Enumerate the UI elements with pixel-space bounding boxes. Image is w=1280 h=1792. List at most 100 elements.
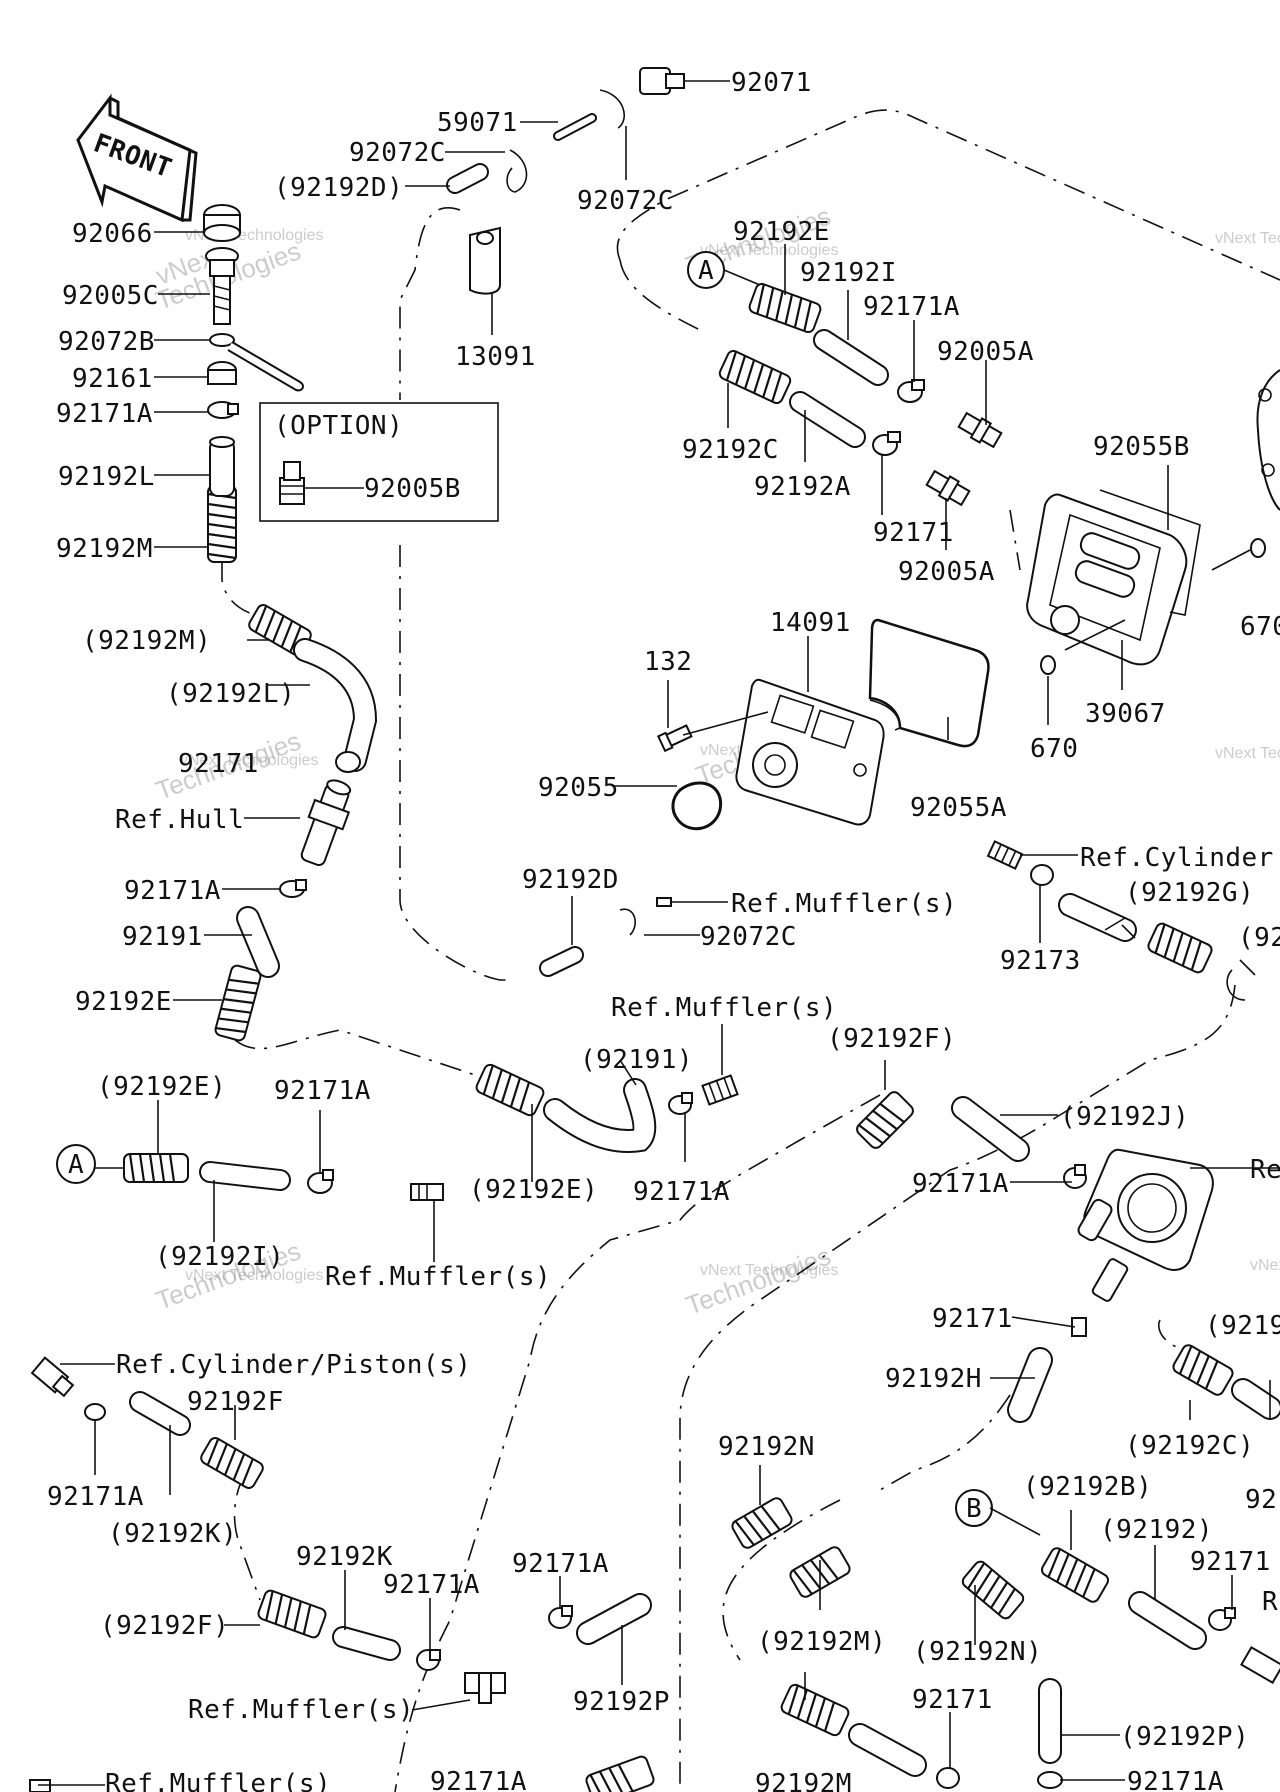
watermark-text: vNext Technologies: [700, 242, 838, 259]
label-92072C-a: 92072C: [349, 138, 446, 168]
spring-92192C-right: [1172, 1344, 1234, 1396]
label-92192N-a: 92192N: [718, 1432, 815, 1462]
option-title: (OPTION): [274, 411, 403, 441]
label-92171-e: 92171: [1190, 1547, 1271, 1577]
label-92171A-j: 92171A: [1127, 1767, 1224, 1792]
oring-92055: [671, 781, 723, 831]
label-92072C-c: 92072C: [700, 922, 797, 952]
spring-92192E-top: [748, 282, 822, 334]
label-92005B: 92005B: [364, 474, 461, 504]
callout-A-left: [56, 1144, 96, 1184]
clamp-92171-f: [936, 1767, 960, 1789]
fitting-right-ref: [1240, 1645, 1280, 1685]
label-92192B: (92192B): [1023, 1472, 1152, 1502]
fitting-92005A-a: [957, 411, 1003, 449]
label-92173: 92173: [1000, 946, 1081, 976]
clamp-92171-e: [1208, 1607, 1236, 1631]
plug-92005B: [279, 461, 305, 505]
clamp-92171A-c: [279, 879, 307, 898]
clamp-92171A-e: [307, 1169, 334, 1194]
spring-92192B: [1040, 1547, 1110, 1603]
spring-92192C-top: [718, 350, 792, 404]
label-92192M-d: 92192M: [755, 1769, 852, 1792]
clip-92072C-a: [599, 89, 626, 129]
label-ref-muffler-d: Ref.Muffler(s): [188, 1695, 414, 1725]
callout-A-left-letter: A: [68, 1150, 84, 1180]
label-92171A-k: 92171A: [430, 1767, 527, 1792]
label-92005C: 92005C: [62, 281, 159, 311]
spring-92192F-top: [856, 1091, 914, 1149]
clip-92072C-b: [506, 149, 528, 193]
label-92192C-b: (92192C): [1125, 1431, 1254, 1461]
clamp-92171A-b: [897, 379, 925, 403]
clamp-92171A-a: [207, 401, 239, 419]
label-92192N-b: (92192N): [913, 1637, 1042, 1667]
option-box: (OPTION) 92005B: [259, 402, 499, 522]
label-92072C-b: 92072C: [577, 186, 674, 216]
fitting-ref-muffler-c: [410, 1183, 444, 1201]
label-92171-f: 92171: [912, 1685, 993, 1715]
label-670-b: 670: [1030, 734, 1078, 764]
fitting-92005A-b: [925, 469, 971, 507]
spring-92192N-a: [731, 1497, 793, 1549]
tee-ref-muffler-d: [464, 1672, 506, 1704]
grommet-92161: [207, 361, 237, 385]
label-92055B: 92055B: [1093, 432, 1190, 462]
clamp-92171A-h: [416, 1649, 441, 1671]
label-92192F-a: (92192F): [827, 1024, 956, 1054]
clamp-92171A-d: [668, 1092, 693, 1115]
label-ref-muffler-c: Ref.Muffler(s): [325, 1262, 551, 1292]
callouts: A A B: [56, 251, 993, 1527]
label-r-cut: R: [1262, 1587, 1278, 1617]
label-92072B: 92072B: [58, 327, 155, 357]
label-39067: 39067: [1085, 699, 1166, 729]
label-92171A-h: 92171A: [383, 1570, 480, 1600]
pin-92072C-c: [619, 897, 672, 936]
cap-92066: [203, 204, 241, 242]
label-92171A-g: 92171A: [47, 1482, 144, 1512]
label-92192G: (92192G): [1125, 878, 1254, 908]
label-ref-cylinder-a: Ref.Cylinder: [1080, 843, 1274, 873]
label-92191: 92191: [122, 922, 203, 952]
spring-92192F-bottom: [257, 1589, 327, 1639]
label-92192E-a: 92192E: [733, 217, 830, 247]
label-92192E-c: (92192E): [97, 1072, 226, 1102]
fittings: [29, 67, 1280, 1792]
label-132: 132: [644, 647, 692, 677]
pump-right: [1077, 1148, 1214, 1302]
spring-92192N-b: [961, 1560, 1025, 1620]
label-re-cut: Re: [1250, 1155, 1280, 1185]
label-92192K-b: 92192K: [296, 1542, 393, 1572]
label-670-a: 670: [1240, 612, 1280, 642]
watermark-text: vNext Technologies: [180, 752, 318, 769]
watermark-text: vNext Technologies: [1215, 745, 1280, 762]
engine-edge: [1256, 369, 1280, 511]
label-92192M: 92192M: [56, 534, 153, 564]
spring-92192E-left: [214, 964, 262, 1042]
label-92-cut: (92: [1238, 923, 1280, 953]
fitting-92005C: [205, 247, 239, 325]
label-92192P-b: (92192P): [1120, 1722, 1249, 1752]
oring-670-a: [1250, 538, 1266, 558]
label-92171A-d: 92171A: [274, 1076, 371, 1106]
label-92192F-b: 92192F: [187, 1387, 284, 1417]
hose-92192L: [209, 436, 235, 497]
label-92192C-a: 92192C: [682, 435, 779, 465]
fitting-ref-hull: [300, 779, 352, 867]
oring-670-b: [1040, 655, 1056, 675]
fitting-bottom-left: [29, 1779, 51, 1792]
spring-92192G: [1147, 922, 1213, 974]
front-arrow-icon: FRONT: [76, 93, 198, 223]
spring-bottom-a: [780, 1683, 850, 1737]
label-92192E-d: (92192E): [469, 1175, 598, 1205]
clamp-92171A-i: [548, 1605, 573, 1629]
label-92-cut-b: 92: [1245, 1485, 1277, 1515]
label-92161: 92161: [72, 364, 153, 394]
watermark-text: vNext Technologies: [185, 1267, 323, 1284]
label-14091: 14091: [770, 608, 851, 638]
clamp-92171A-g: [84, 1403, 106, 1421]
label-92192J: (92192J): [1060, 1102, 1189, 1132]
clamp-92171-a: [872, 431, 901, 456]
watermark-text: Technologies: [682, 1241, 835, 1321]
callout-A-top-letter: A: [698, 256, 714, 286]
